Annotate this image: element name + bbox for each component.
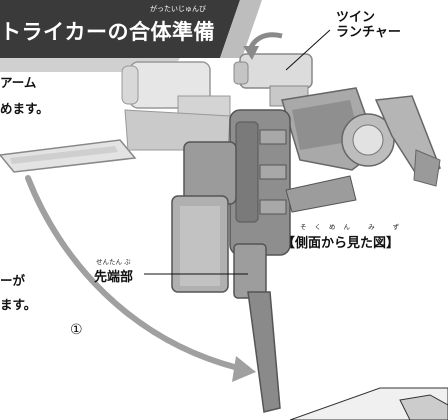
side-view-label: 【側面から見た図】	[282, 236, 400, 251]
left-text-line4: ます。	[0, 297, 37, 312]
twin-launcher-label: ツイン ランチャー	[336, 10, 401, 40]
left-text-line3: ーが	[0, 273, 26, 288]
left-text-line1: アーム	[0, 75, 37, 90]
left-text-line2: めます。	[0, 101, 49, 116]
title-ruby: がったいじゅんび	[150, 5, 206, 13]
tip-ruby: せんたん ぶ	[96, 258, 131, 266]
twin-launcher-line1: ツイン	[336, 10, 376, 25]
twin-launcher-line2: ランチャー	[336, 25, 401, 40]
tip-label: 先端部	[94, 270, 134, 285]
step-number: ①	[70, 322, 83, 338]
page-title: トライカーの合体準備	[0, 20, 215, 44]
side-view-ruby: そくめん み ず	[300, 223, 408, 231]
